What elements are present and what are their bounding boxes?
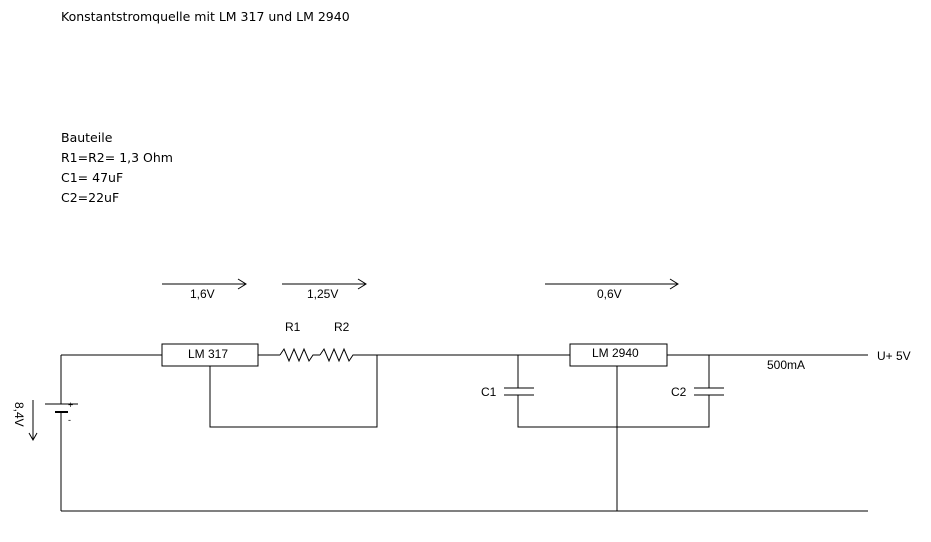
voltage-arrow-lm317 xyxy=(162,278,247,290)
battery-minus-sign: - xyxy=(68,415,71,425)
resistor-r1-label: R1 xyxy=(285,320,301,334)
parts-list: Bauteile R1=R2= 1,3 Ohm C1= 47uF C2=22uF xyxy=(61,128,173,208)
current-label: 500mA xyxy=(767,358,805,372)
wire-capacitor-ground xyxy=(517,395,710,428)
lm2940-label: LM 2940 xyxy=(592,346,639,360)
voltage-label-lm2940: 0,6V xyxy=(597,287,622,301)
voltage-arrow-lm2940 xyxy=(545,278,679,290)
voltage-arrow-resistors xyxy=(282,278,367,290)
resistor-r1 xyxy=(279,347,320,363)
voltage-label-resistors: 1,25V xyxy=(307,287,338,301)
part-c2: C2=22uF xyxy=(61,190,120,205)
resistor-r2 xyxy=(319,347,357,363)
output-voltage-label: U+ 5V xyxy=(877,349,911,363)
voltage-label-lm317: 1,6V xyxy=(190,287,215,301)
lm317-label: LM 317 xyxy=(188,347,228,361)
battery-voltage-arrow xyxy=(28,400,38,442)
parts-heading: Bauteile xyxy=(61,130,113,145)
diagram-title: Konstantstromquelle mit LM 317 und LM 29… xyxy=(61,9,350,24)
battery-plus-sign: + xyxy=(68,400,73,410)
lm2940-box xyxy=(569,343,668,367)
part-c1: C1= 47uF xyxy=(61,170,124,185)
capacitor-c2-label: C2 xyxy=(671,385,687,399)
capacitor-c1-label: C1 xyxy=(481,385,497,399)
wire-lm317-adjust xyxy=(209,355,378,428)
resistor-r2-label: R2 xyxy=(334,320,350,334)
battery-voltage-label: 8,4V xyxy=(12,402,26,427)
part-resistors: R1=R2= 1,3 Ohm xyxy=(61,150,173,165)
